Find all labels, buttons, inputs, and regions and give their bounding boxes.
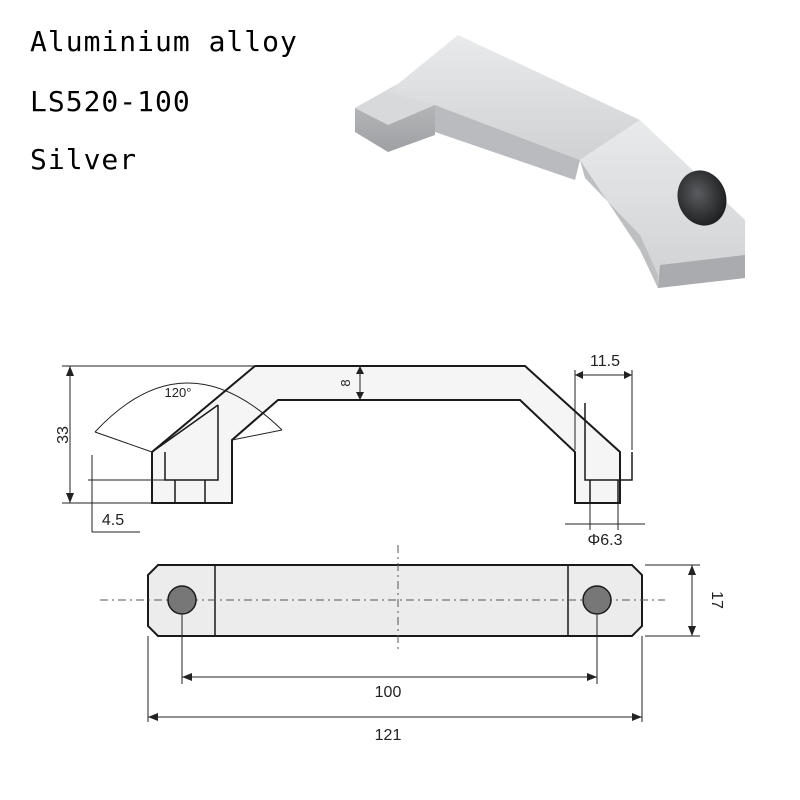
- dim-overall-length-121: 121: [375, 727, 402, 744]
- right-mounting-hole: [582, 585, 612, 615]
- dim-foot-width-11-5: 11.5: [590, 353, 620, 370]
- dim-height-33: 33: [55, 426, 72, 444]
- dim-hole-spacing-100: 100: [375, 684, 402, 701]
- photo-grip-bar: [388, 35, 640, 160]
- model-number-label: LS520-100: [30, 85, 191, 118]
- photo-right-leg: [580, 120, 745, 288]
- left-foot-detail: [164, 405, 219, 481]
- side-view-outline: [151, 365, 621, 504]
- dim-hole-diameter: Φ6.3: [587, 532, 622, 549]
- right-foot-detail: [584, 403, 633, 481]
- photo-mounting-hole: [677, 170, 727, 226]
- dim-angle-120: 120°: [165, 385, 192, 400]
- dim-depth-17: 17: [708, 591, 725, 609]
- product-photo: [355, 35, 745, 288]
- dim-thickness-8: 8: [338, 379, 353, 386]
- left-mounting-hole: [167, 585, 197, 615]
- material-label: Aluminium alloy: [30, 25, 298, 58]
- color-label: Silver: [30, 143, 138, 176]
- dim-offset-4-5: 4.5: [102, 512, 124, 529]
